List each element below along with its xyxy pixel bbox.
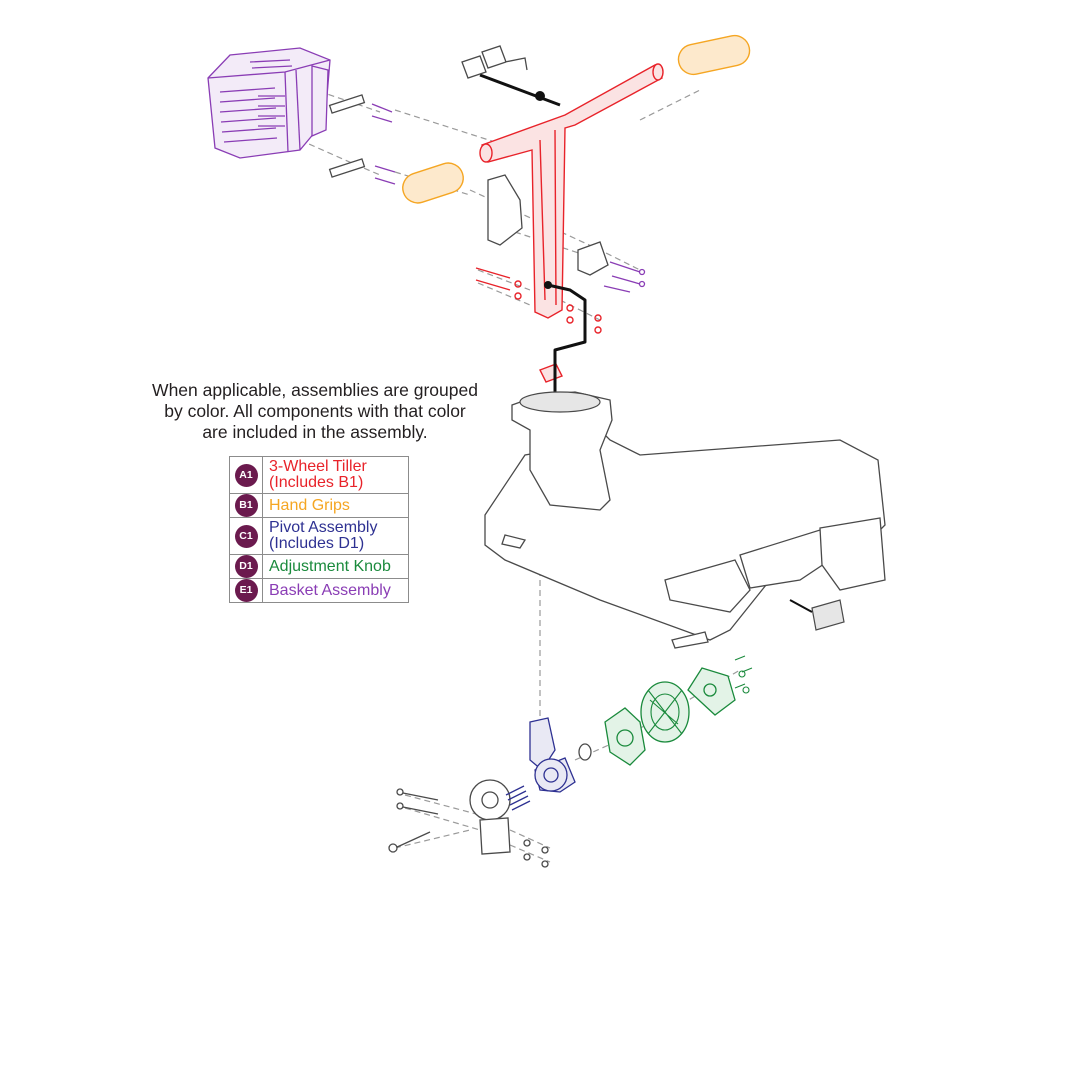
legend-label-a1: 3-Wheel Tiller (Includes B1) xyxy=(262,456,409,494)
pivot-assembly xyxy=(529,717,592,793)
assembly-color-note: When applicable, assemblies are grouped … xyxy=(140,380,490,443)
wiring-harness xyxy=(461,45,587,400)
note-line-2: by color. All components with that color xyxy=(164,401,466,421)
tiller-assembly xyxy=(475,63,664,383)
legend-badge-d1: D1 xyxy=(234,555,258,578)
legend-row-a1: A1 3-Wheel Tiller (Includes B1) xyxy=(229,456,409,494)
note-line-3: are included in the assembly. xyxy=(202,422,428,442)
legend-label-b1: Hand Grips xyxy=(262,493,409,518)
legend-row-b1: B1 Hand Grips xyxy=(229,493,409,518)
legend-row-e1: E1 Basket Assembly xyxy=(229,578,409,603)
legend-badge-a1: A1 xyxy=(234,463,258,487)
adjustment-knob xyxy=(604,655,753,766)
note-line-1: When applicable, assemblies are grouped xyxy=(152,380,478,400)
caster-mount xyxy=(388,779,549,868)
legend-badge-e1: E1 xyxy=(234,579,258,602)
legend-label-c1: Pivot Assembly (Includes D1) xyxy=(262,517,409,555)
basket-assembly xyxy=(207,47,396,185)
legend-badge-b1: B1 xyxy=(234,494,258,517)
assembly-legend-table: A1 3-Wheel Tiller (Includes B1) B1 Hand … xyxy=(229,456,409,603)
pivot-clamp-bracket xyxy=(487,174,646,293)
legend-label-d1: Adjustment Knob xyxy=(262,554,409,579)
scooter-front-frame xyxy=(484,391,886,649)
legend-label-e1: Basket Assembly xyxy=(262,578,409,603)
legend-row-d1: D1 Adjustment Knob xyxy=(229,554,409,579)
legend-badge-c1: C1 xyxy=(234,524,258,548)
legend-row-c1: C1 Pivot Assembly (Includes D1) xyxy=(229,517,409,555)
hand-grips xyxy=(402,34,751,204)
